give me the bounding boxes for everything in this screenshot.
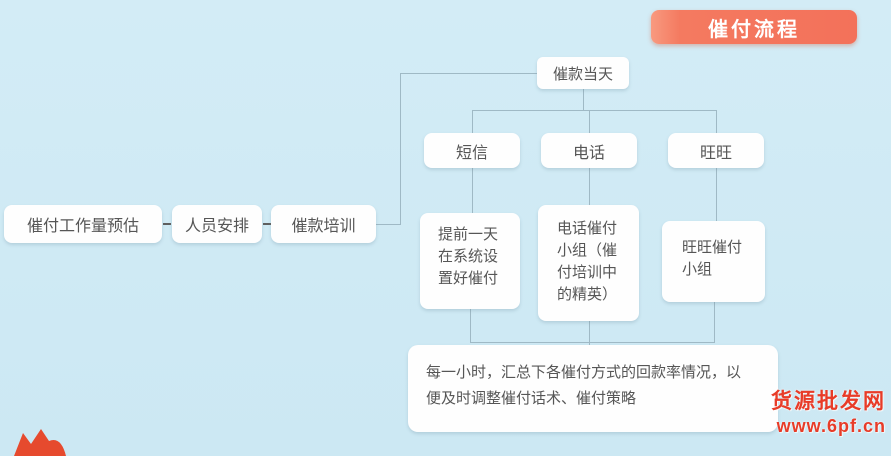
title-badge: 催付流程 (651, 10, 857, 44)
connector-wangwang-bottom (714, 302, 715, 343)
connector-wangwang-top (716, 110, 717, 134)
node-hourly-summary: 每一小时，汇总下各催付方式的回款率情况，以便及时调整催付话术、催付策略 (408, 345, 778, 432)
mascot-logo-fragment (14, 429, 66, 456)
connector-prep-to-day-horizontal (400, 73, 537, 74)
node-collection-day: 催款当天 (537, 57, 629, 89)
connector-phone-mid (589, 168, 590, 205)
watermark: 货源批发网 www.6pf.cn (771, 389, 886, 438)
node-collection-training: 催款培训 (271, 205, 376, 243)
connector-branch-top (472, 110, 717, 111)
node-workload-estimate: 催付工作量预估 (4, 205, 162, 243)
connector-prep-to-day-vertical (400, 73, 401, 225)
node-channel-wangwang: 旺旺 (668, 133, 764, 168)
node-wangwang-detail: 旺旺催付小组 (662, 221, 765, 302)
connector-sms-mid (472, 168, 473, 213)
connector-sms-bottom (470, 309, 471, 343)
node-channel-phone: 电话 (541, 133, 637, 168)
connector-phone-top (589, 110, 590, 134)
prep-connector-dash-1 (163, 223, 171, 225)
connector-phone-bottom (589, 321, 590, 345)
prep-connector-dash-2 (263, 223, 271, 225)
connector-wangwang-mid (716, 168, 717, 221)
watermark-site-url: www.6pf.cn (776, 416, 886, 437)
connector-sms-top (472, 110, 473, 134)
connector-merge-bottom (470, 342, 715, 343)
node-channel-sms: 短信 (424, 133, 520, 168)
connector-day-drop (583, 89, 584, 111)
title-badge-label: 催付流程 (708, 18, 800, 41)
node-phone-detail: 电话催付小组（催付培训中的精英） (538, 205, 639, 321)
connector-training-stub (376, 224, 401, 225)
watermark-site-name: 货源批发网 (771, 390, 886, 413)
node-sms-detail: 提前一天在系统设置好催付 (420, 213, 520, 309)
node-staff-arrangement: 人员安排 (172, 205, 262, 243)
